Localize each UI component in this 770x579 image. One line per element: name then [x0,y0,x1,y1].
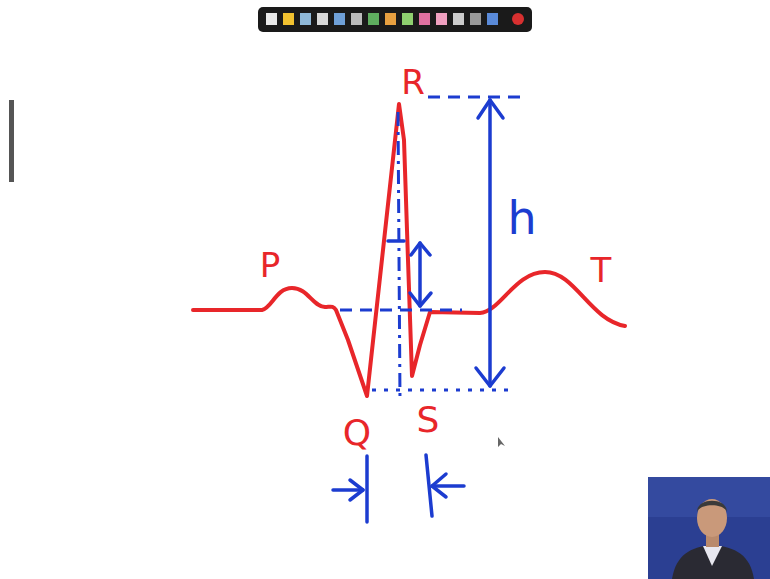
toolbar-icon [487,13,498,25]
toolbar-icon [470,13,481,25]
interval-bar [365,456,369,522]
video-background [648,477,770,579]
toolbar-icon [351,13,362,25]
toolbar-icon [300,13,311,25]
dimension-arrows [333,100,504,522]
toolbar-icon [283,13,294,25]
wave-label: T [591,253,612,287]
toolbar-icon [402,13,413,25]
toolbar-icon [385,13,396,25]
interval-arrow-shaft [333,488,363,492]
arrow-head [350,480,363,500]
arrow-head [478,100,503,118]
baseline-line [340,309,462,312]
interval-arrow-shaft [432,484,464,488]
wave-label: P [260,248,281,282]
tick-mark [388,239,404,243]
mouse-cursor [498,437,505,447]
toolbar-icon [436,13,447,25]
reference-lines [340,97,525,400]
toolbar-icon [453,13,464,25]
presenter-body [672,545,754,579]
presenter-shirt [703,546,722,566]
height-arrow-shaft [488,100,492,386]
r-vertical-line [398,112,400,400]
toolbar-icon [368,13,379,25]
ecg-waveform [193,104,625,396]
toolbar-icon [334,13,345,25]
q-level-line [372,389,515,392]
wave-label: h [507,195,536,241]
side-handle [9,100,14,182]
arrow-head [410,293,431,306]
toolbar-icon [266,13,277,25]
toolbar-bar [258,7,532,32]
wave-label: S [417,402,440,438]
small-arrow-shaft [418,243,422,306]
wave-label: Q [343,415,371,451]
r-level-line [428,96,525,99]
wave-label: R [401,65,425,99]
toolbar-icon [512,13,524,25]
toolbar-icons [266,13,524,25]
arrow-head [476,368,504,386]
presenter-head [697,499,727,537]
presenter-video [648,477,770,579]
toolbar-icon [419,13,430,25]
toolbar-icon [317,13,328,25]
arrow-head [432,474,446,497]
toolbar [258,7,532,32]
presenter-hair [697,501,727,512]
arrow-head [411,243,430,255]
